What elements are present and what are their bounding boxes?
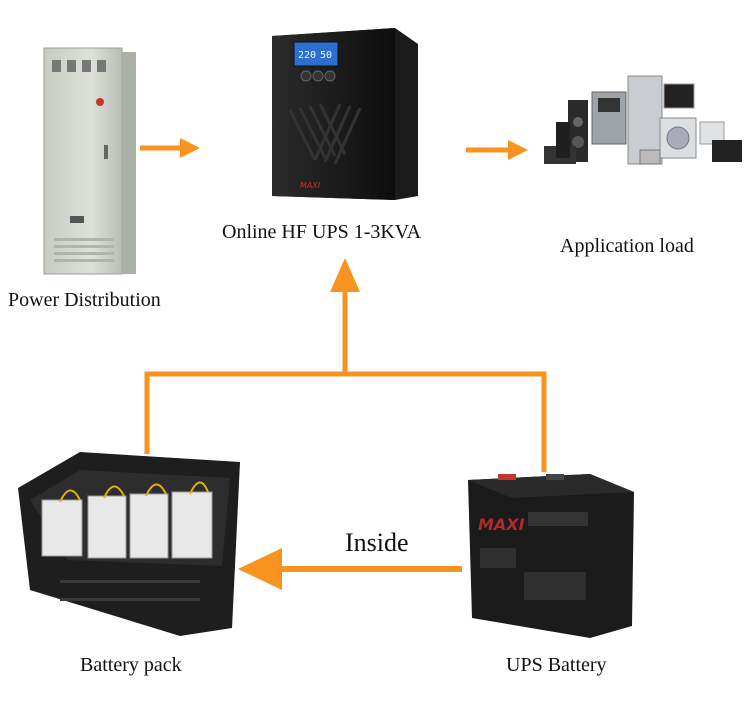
- application-load-image: [544, 75, 742, 165]
- ups-display-right: 50: [320, 50, 332, 61]
- arrow-ups-battery-to-pack: [238, 548, 462, 590]
- ups-brand-logo: MAXI: [300, 181, 321, 190]
- ups-display-left: 220: [298, 50, 316, 61]
- ups-battery-image: MAXI: [468, 474, 634, 638]
- battery-pack-image: [18, 452, 240, 636]
- ups-battery-label: UPS Battery: [506, 654, 607, 676]
- arrow-batteries-to-ups: [144, 258, 547, 472]
- arrow-power-to-ups: [140, 138, 200, 158]
- power-distribution-cabinet-image: [43, 47, 136, 275]
- inside-label: Inside: [345, 528, 409, 557]
- application-load-label: Application load: [560, 235, 694, 257]
- battery-pack-label: Battery pack: [80, 654, 182, 676]
- power-distribution-label: Power Distribution: [8, 289, 161, 311]
- arrow-ups-to-load: [466, 140, 528, 160]
- ups-tower-image: 220 50 MAXI: [272, 28, 418, 200]
- ups-label: Online HF UPS 1-3KVA: [222, 221, 422, 243]
- ups-battery-brand-logo: MAXI: [478, 515, 525, 534]
